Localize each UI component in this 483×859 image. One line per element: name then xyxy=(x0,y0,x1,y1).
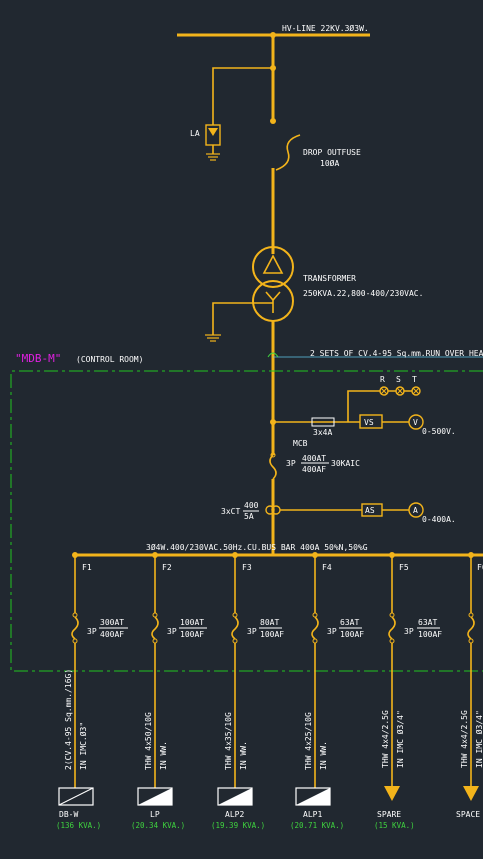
breaker-poles: 3P xyxy=(327,627,337,636)
load-kva: (20.34 KVA.) xyxy=(131,821,185,830)
breaker-af: 100AF xyxy=(180,630,204,639)
ammeter-range: 0-400A. xyxy=(422,515,456,524)
feeder-id: F1 xyxy=(82,563,92,572)
feeder: F6 THW 4x4/2.5G IN IMC Ø3/4" SPACE xyxy=(456,552,483,819)
meter-fuse-icon xyxy=(311,417,335,427)
breaker-at: 300AT xyxy=(100,618,124,627)
breaker-af: 400AF xyxy=(100,630,124,639)
transformer-label: TRANSFORMER xyxy=(303,274,356,283)
mcb-icon xyxy=(269,454,277,480)
phase-r: R xyxy=(380,375,385,384)
feeder: F4 3P 63AT 100AF THW 4x25/10G IN WW. ALP… xyxy=(290,552,364,830)
drop-fuse-label: DROP OUTFUSE xyxy=(303,148,361,157)
drop-fuse-rating: 10ØA xyxy=(320,158,339,168)
mdb-boundary xyxy=(10,370,483,672)
la-label: LA xyxy=(190,129,200,138)
feeder-id: F2 xyxy=(162,563,172,572)
meter-fuse-label: 3x4A xyxy=(313,428,332,437)
mcb-label: MCB xyxy=(293,439,308,448)
feeder-conduit: IN WW. xyxy=(239,741,248,770)
drop-fuse-icon xyxy=(271,134,301,254)
transformer-icon xyxy=(205,246,294,342)
breaker-icon xyxy=(388,616,396,640)
feeder-conduit: IN IMC Ø3/4" xyxy=(474,710,483,768)
spare-arrow-icon xyxy=(384,786,400,801)
voltmeter-range: 0-500V. xyxy=(422,427,456,436)
feeder-cable: THW 4x4/2.5G xyxy=(460,710,469,768)
breaker-at: 63AT xyxy=(418,618,437,627)
as-label: AS xyxy=(365,506,375,515)
phase-s: S xyxy=(396,375,401,384)
vs-label: VS xyxy=(364,418,374,427)
load-kva: (15 KVA.) xyxy=(374,821,415,830)
mcb-poles: 3P xyxy=(286,459,296,468)
voltmeter-icon xyxy=(408,414,424,430)
load-kva: (19.39 KVA.) xyxy=(211,821,265,830)
voltmeter-symbol: V xyxy=(413,418,418,427)
load-name: LP xyxy=(150,810,160,819)
ammeter-symbol: A xyxy=(413,506,418,515)
feeder-conduit: IN WW. xyxy=(319,741,328,770)
load-name: SPACE xyxy=(456,810,480,819)
breaker-poles: 3P xyxy=(404,627,414,636)
load-name: DB-W xyxy=(59,810,78,819)
breaker-at: 80AT xyxy=(260,618,279,627)
breaker-icon xyxy=(311,616,319,640)
breaker-icon xyxy=(151,616,159,640)
ct-num: 400 xyxy=(244,501,259,510)
breaker-icon xyxy=(231,616,239,640)
breaker-at: 63AT xyxy=(340,618,359,627)
breaker-af: 100AF xyxy=(340,630,364,639)
feeder-cable: 2(CV.4-95 Sq.mm./16G) xyxy=(64,669,73,770)
mdb-location: (CONTROL ROOM) xyxy=(76,355,143,364)
breaker-icon xyxy=(71,616,79,640)
breaker-poles: 3P xyxy=(167,627,177,636)
mcb-kaic: 30KAIC xyxy=(331,459,360,468)
ammeter-icon xyxy=(408,502,424,518)
load-name: ALP2 xyxy=(225,810,244,819)
feeder: F5 3P 63AT 100AF THW 4x4/2.5G IN IMC Ø3/… xyxy=(374,552,442,830)
feeder-cable: THW 4x50/10G xyxy=(144,712,153,770)
feeder: F3 3P 80AT 100AF THW 4x35/10G IN WW. ALP… xyxy=(211,552,284,830)
breaker-icon xyxy=(467,616,475,640)
lightning-arrester-icon xyxy=(205,67,273,161)
feeder: F1 3P 300AT 400AF 2(CV.4-95 Sq.mm./16G) … xyxy=(56,552,128,830)
breaker-poles: 3P xyxy=(247,627,257,636)
load-name: ALP1 xyxy=(303,810,322,819)
ct-label: 3xCT xyxy=(221,507,240,516)
mcb-af: 400AF xyxy=(302,465,326,474)
ct-den: 5A xyxy=(244,512,254,521)
panel-icon xyxy=(58,787,94,806)
feeder-conduit: IN WW. xyxy=(159,741,168,770)
space-arrow-icon xyxy=(463,786,479,801)
breaker-at: 100AT xyxy=(180,618,204,627)
feeder-cable: THW 4x35/10G xyxy=(224,712,233,770)
feeder-conduit: IN IMC.Ø3" xyxy=(78,722,88,770)
load-name: SPARE xyxy=(377,810,401,819)
mdb-name: "MDB-M" xyxy=(15,352,61,365)
breaker-poles: 3P xyxy=(87,627,97,636)
phase-t: T xyxy=(412,375,417,384)
feeder-cable: THW 4x4/2.5G xyxy=(381,710,390,768)
feeder-id: F5 xyxy=(399,563,409,572)
phase-indicator-icons xyxy=(379,386,421,396)
transformer-spec: 250KVA.22,800-400/230VAC. xyxy=(303,289,423,298)
bus-bar-label: 3Ø4W.400/230VAC.50Hz.CU.BUS BAR 400A 50%… xyxy=(146,542,368,552)
breaker-af: 100AF xyxy=(260,630,284,639)
feeder-id: F6 xyxy=(477,563,483,572)
feeder-id: F4 xyxy=(322,563,332,572)
hv-line-label: HV-LINE 22KV.3Ø3W. xyxy=(282,23,369,33)
feeder-id: F3 xyxy=(242,563,252,572)
feeder-cable: THW 4x25/10G xyxy=(304,712,313,770)
cable-run-label: 2 SETS OF CV.4-95 Sq.mm.RUN OVER HEAD xyxy=(310,349,483,358)
mcb-at: 400AT xyxy=(302,454,326,463)
load-kva: (136 KVA.) xyxy=(56,821,101,830)
feeder: F2 3P 100AT 100AF THW 4x50/10G IN WW. LP… xyxy=(131,552,207,830)
feeder-conduit: IN IMC Ø3/4" xyxy=(395,710,405,768)
load-kva: (20.71 KVA.) xyxy=(290,821,344,830)
breaker-af: 100AF xyxy=(418,630,442,639)
